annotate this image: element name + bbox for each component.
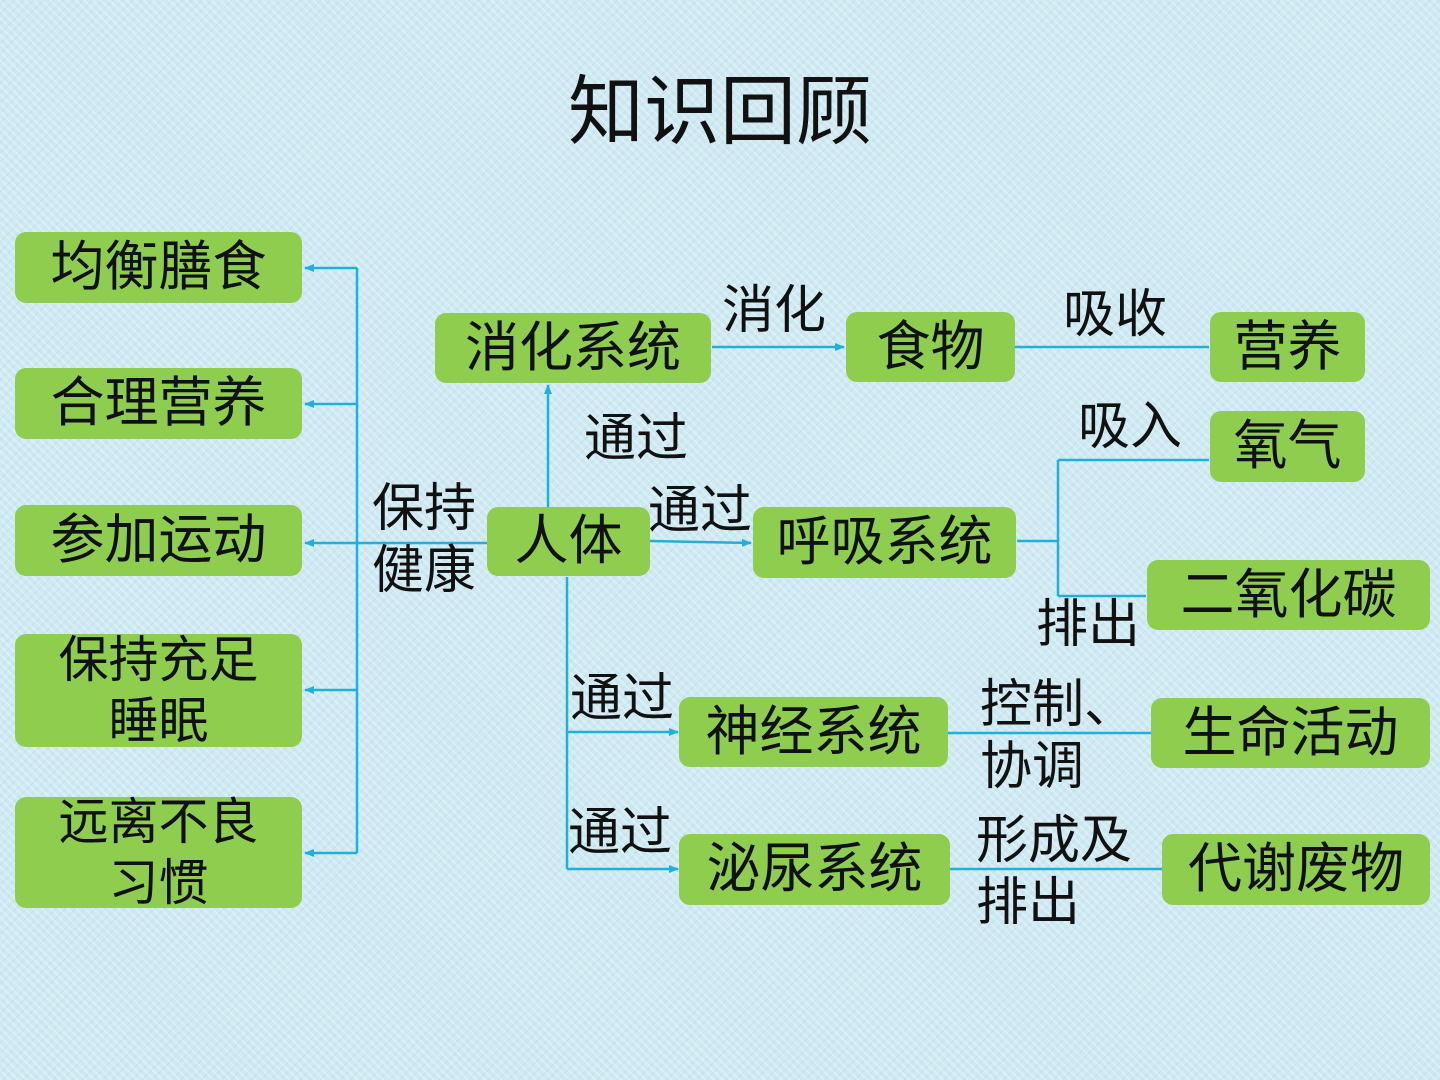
habit-avoid-bad-habits: 远离不良 习惯: [15, 793, 302, 912]
node-digestive-system: 消化系统: [435, 313, 711, 383]
node-nervous-system: 神经系统: [679, 697, 948, 767]
label-absorb: 吸收: [1063, 285, 1168, 345]
label-control-coordinate: 控制、 协调: [980, 675, 1137, 798]
label-form-and-excrete: 形成及 排出: [976, 811, 1133, 934]
node-human-body: 人体: [487, 507, 650, 576]
node-life-activity: 生命活动: [1151, 698, 1430, 768]
node-oxygen: 氧气: [1210, 411, 1365, 482]
page-title: 知识回顾: [568, 67, 872, 156]
node-urinary-system: 泌尿系统: [679, 834, 950, 905]
node-nutrition: 营养: [1210, 312, 1365, 382]
label-via-urinary: 通过: [568, 803, 673, 863]
label-inhale: 吸入: [1078, 397, 1183, 457]
node-carbon-dioxide: 二氧化碳: [1147, 560, 1430, 630]
label-via-respiratory: 通过: [648, 481, 753, 541]
habit-sleep: 保持充足 睡眠: [15, 631, 302, 750]
label-exhale: 排出: [1036, 595, 1141, 655]
label-digest: 消化: [722, 281, 827, 341]
node-respiratory-system: 呼吸系统: [753, 507, 1016, 578]
node-food: 食物: [846, 312, 1015, 382]
label-via-nervous: 通过: [570, 669, 675, 729]
habit-balanced-diet: 均衡膳食: [15, 232, 302, 303]
node-metabolic-waste: 代谢废物: [1162, 834, 1430, 905]
label-keep-healthy: 保持 健康: [372, 479, 477, 602]
arrow-to-respiratory: [649, 538, 752, 547]
habit-reasonable-nutrition: 合理营养: [15, 368, 302, 439]
habit-exercise: 参加运动: [15, 505, 302, 576]
label-via-digestive: 通过: [584, 409, 689, 469]
